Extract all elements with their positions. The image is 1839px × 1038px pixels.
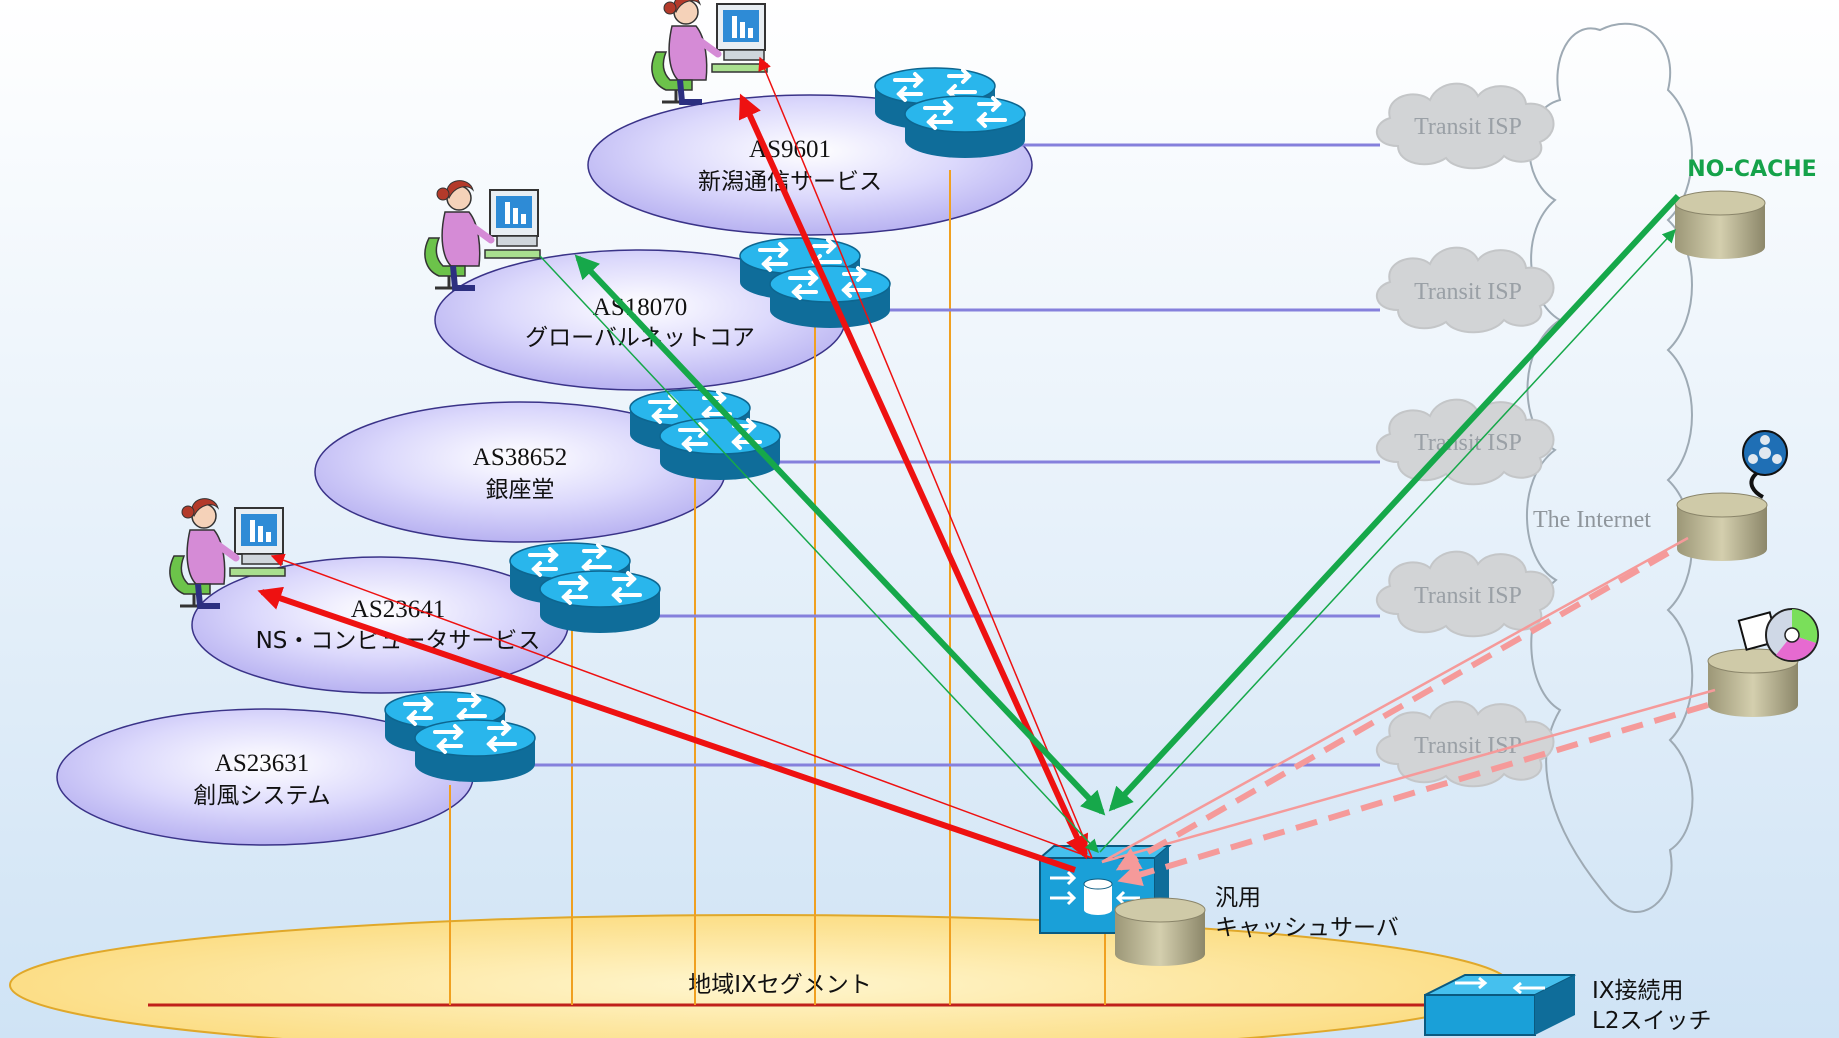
transit-isp-3: Transit ISP: [1375, 398, 1555, 486]
as-number: AS38652: [473, 444, 567, 471]
as-name: 銀座堂: [486, 477, 555, 503]
as-number: AS23641: [351, 596, 445, 623]
as-number: AS18070: [593, 294, 687, 321]
ix-segment-label: 地域IXセグメント: [688, 972, 872, 998]
no-cache-label: NO-CACHE: [1687, 157, 1816, 182]
no-cache-server-icon: [1674, 190, 1766, 260]
disc-icon: [1737, 608, 1819, 662]
svg-text:Transit ISP: Transit ISP: [1414, 279, 1522, 305]
internet-label: The Internet: [1533, 507, 1651, 533]
svg-text:Transit ISP: Transit ISP: [1414, 733, 1522, 759]
dashed-pink-flows: [1115, 550, 1709, 887]
svg-text:Transit ISP: Transit ISP: [1414, 114, 1522, 140]
as-number: AS23631: [215, 750, 309, 777]
transit-isp-1: Transit ISP: [1375, 82, 1555, 170]
cache-storage-icon: [1114, 897, 1206, 967]
as-network-23631: AS23631 創風システム: [56, 708, 474, 846]
internet-server-icon: [1676, 492, 1768, 562]
transit-isp-4: Transit ISP: [1375, 550, 1555, 638]
as-name: 創風システム: [193, 783, 330, 809]
transit-isp-5: Transit ISP: [1375, 700, 1555, 788]
svg-text:Transit ISP: Transit ISP: [1414, 583, 1522, 609]
as-name: 新潟通信サービス: [698, 169, 882, 195]
transit-isp-2: Transit ISP: [1375, 246, 1555, 334]
l2-switch-icon: [1424, 974, 1576, 1036]
switch-label-line2: L2スイッチ: [1592, 1008, 1711, 1034]
film-reel-icon: [1742, 430, 1788, 499]
svg-text:Transit ISP: Transit ISP: [1414, 430, 1522, 456]
as-network-23641: AS23641 NS・コンピュータサービス: [191, 556, 569, 694]
switch-label-line1: IX接続用: [1592, 978, 1684, 1004]
thick-green-flows: [574, 193, 1681, 816]
cache-label-line1: 汎用: [1215, 885, 1261, 911]
thin-pink-flows: [1101, 536, 1716, 864]
cache-label-line2: キャッシュサーバ: [1215, 915, 1399, 941]
as-name: グローバルネットコア: [525, 325, 755, 351]
